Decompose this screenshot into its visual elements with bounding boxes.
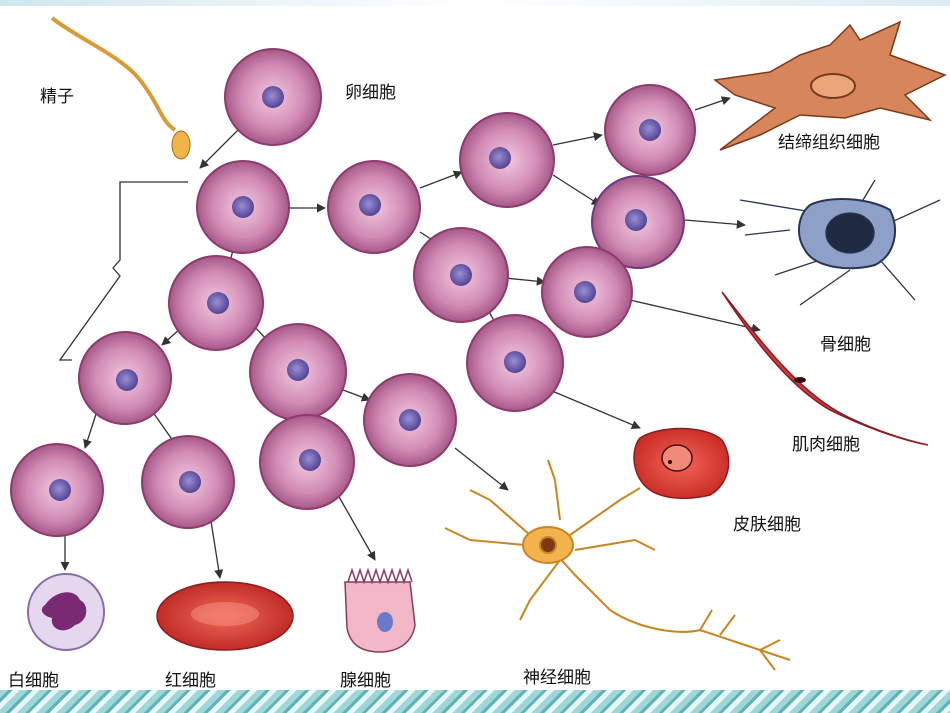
connective-tissue-cell: [713, 20, 947, 151]
red-blood-cell: [156, 581, 294, 651]
stem-cell: [259, 414, 355, 510]
stem-cell: [363, 373, 457, 467]
label-muscle: 肌肉细胞: [792, 435, 860, 455]
skin-cell: [633, 427, 730, 500]
label-nerve: 神经细胞: [523, 668, 591, 688]
egg-cell: [224, 48, 322, 146]
top-gradient-bar: [0, 0, 950, 6]
white-blood-cell: [27, 573, 105, 651]
stem-cell: [249, 323, 347, 421]
zygote-cell: [196, 160, 290, 254]
stem-cell: [78, 331, 172, 425]
stem-cell: [10, 443, 104, 537]
label-gland: 腺细胞: [340, 671, 391, 691]
stem-cell: [604, 84, 696, 176]
label-connective-tissue: 结缔组织细胞: [778, 133, 880, 153]
bone-cell: [739, 179, 941, 306]
gland-cell: [344, 567, 416, 653]
label-white-blood: 白细胞: [8, 671, 59, 691]
stem-cell: [459, 112, 555, 208]
bottom-decorative-band: [0, 690, 950, 713]
sperm-cell: [50, 16, 191, 160]
stem-cell: [327, 160, 421, 254]
stem-cell: [168, 255, 264, 351]
label-skin: 皮肤细胞: [733, 515, 801, 535]
stem-cell: [466, 314, 564, 412]
stem-cells: [10, 48, 696, 537]
stem-cell: [541, 246, 633, 338]
label-bone: 骨细胞: [820, 335, 871, 355]
nerve-cell: [444, 459, 791, 671]
label-red-blood: 红细胞: [165, 671, 216, 691]
muscle-cell: [721, 291, 929, 446]
bracket: [58, 181, 188, 361]
stem-cell: [413, 227, 509, 323]
stem-cell: [141, 435, 235, 529]
label-sperm: 精子: [40, 87, 74, 107]
label-egg: 卵细胞: [345, 83, 396, 103]
stem-cell: [591, 175, 685, 269]
